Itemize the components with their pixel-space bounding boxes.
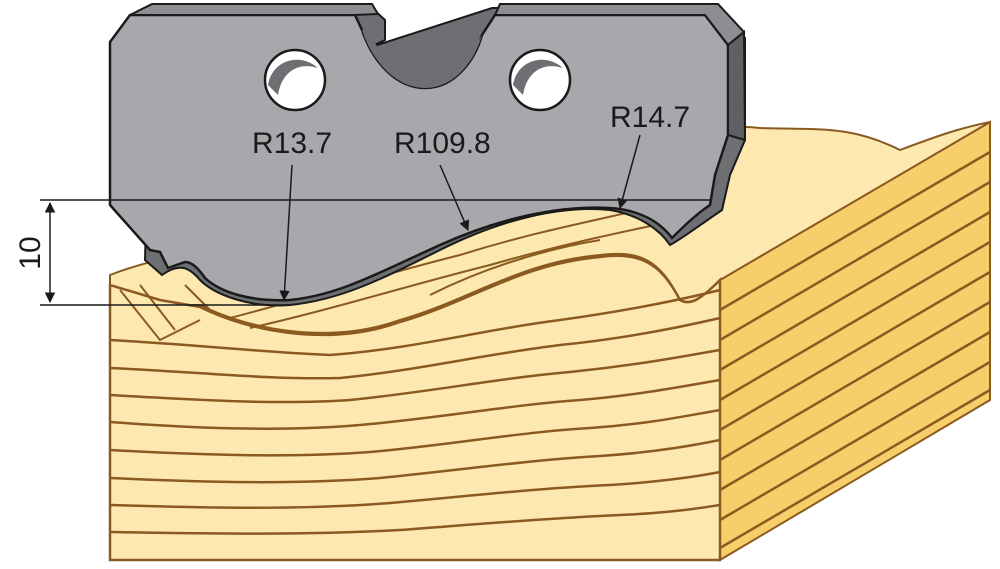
leader-r13-7 [279, 164, 293, 302]
wood-front-face [108, 254, 722, 562]
wood-block [108, 120, 991, 562]
bolt-hole-left [263, 48, 327, 112]
label-r14-7: R14.7 [610, 101, 690, 134]
radius-leaders [279, 134, 641, 302]
leader-r109-8 [439, 164, 470, 231]
label-r13-7: R13.7 [252, 127, 332, 160]
wood-grain-front [109, 288, 721, 535]
height-dimension: 10 [14, 199, 712, 306]
bolt-hole-right [508, 48, 572, 112]
label-r109-8: R109.8 [394, 127, 491, 160]
wood-grain-side [719, 150, 991, 550]
radius-labels: R13.7 R109.8 R14.7 [248, 96, 696, 160]
leader-r14-7 [617, 134, 641, 210]
height-label: 10 [14, 236, 47, 269]
